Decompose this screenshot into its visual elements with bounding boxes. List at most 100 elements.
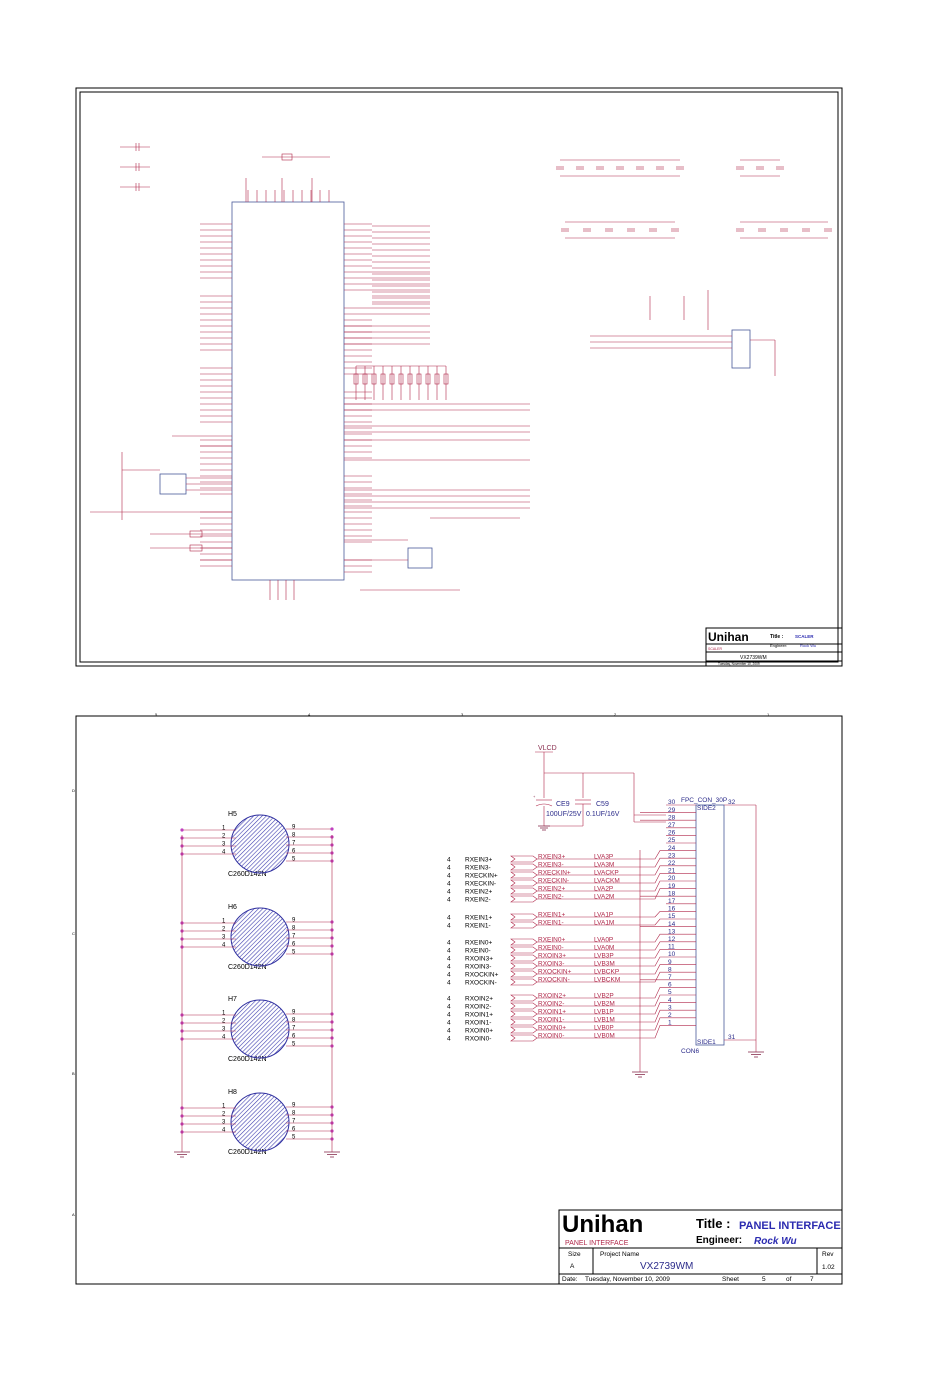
- lvds-wire: [537, 1002, 666, 1015]
- net-label-bus: RXOCKIN+: [538, 969, 572, 976]
- sheet2-section: PANEL INTERFACE: [565, 1240, 629, 1247]
- sheet2-engineer-label: Engineer:: [696, 1235, 742, 1246]
- date-label: Date:: [562, 1276, 578, 1283]
- fpc-pin-number: 12: [668, 936, 676, 943]
- offpage-connector: [510, 863, 538, 871]
- border-col-label: 3: [461, 712, 464, 717]
- net-label-input: RXOIN0-: [465, 1036, 491, 1043]
- sheets-value: 7: [810, 1276, 814, 1283]
- resistor: [389, 373, 395, 385]
- port-ref: 4: [447, 1036, 451, 1043]
- net-label-lvds: LVB0M: [594, 1033, 615, 1040]
- border-col-label: 5: [155, 712, 158, 717]
- junction-dot: [180, 828, 184, 832]
- resistor: [371, 373, 377, 385]
- fpc-pin-number: 22: [668, 860, 676, 867]
- port-ref: 4: [447, 1012, 451, 1019]
- sheet1-date: Tuesday, November 10, 2009: [718, 662, 760, 666]
- border-row-label: D: [72, 788, 75, 793]
- hole-pin-number: 4: [222, 943, 226, 949]
- lvds-wire: [537, 949, 666, 959]
- sheet1-border: [75, 87, 843, 667]
- ce9-ref: CE9: [556, 801, 570, 808]
- net-label-input: RXOIN2-: [465, 1004, 491, 1011]
- offpage-connector: [510, 1026, 538, 1034]
- lvds-wire: [537, 918, 666, 926]
- net-label-bus: RXEIN0+: [538, 937, 565, 944]
- sheet1-connector: [590, 290, 776, 376]
- resistor: [434, 373, 440, 385]
- net-label-bus: RXEIN3+: [538, 854, 565, 861]
- hole-pin-number: 3: [222, 935, 226, 941]
- fpc-side1-pin: 31: [728, 1034, 736, 1041]
- net-label-bus: RXOIN1-: [538, 1017, 564, 1024]
- offpage-connector: [510, 1010, 538, 1018]
- sheet1-section: SCALER: [708, 647, 722, 651]
- hole-pin-number: 1: [222, 919, 226, 925]
- net-label-bus: RXOIN2-: [538, 1001, 564, 1008]
- mounting-holes: H5C260D142N123498765H6C260D142N123498765…: [180, 811, 334, 1156]
- net-label-input: RXECKIN+: [465, 873, 498, 880]
- fpc-pin-number: 7: [668, 974, 672, 981]
- net-label-lvds: LVA2M: [594, 894, 614, 901]
- sheet1-engineer: Rock Wu: [800, 643, 816, 648]
- offpage-connector: [510, 1034, 538, 1042]
- net-label-bus: RXECKIN+: [538, 870, 571, 877]
- net-label-lvds: LVB2P: [594, 993, 614, 1000]
- fpc-connector-body: [695, 804, 725, 1046]
- hole-ref: H6: [228, 904, 237, 911]
- net-label-lvds: LVB3P: [594, 953, 614, 960]
- net-label-lvds: LVA3P: [594, 854, 613, 861]
- net-label-bus: RXOIN2+: [538, 993, 566, 1000]
- fpc-pin-number: 14: [668, 921, 676, 928]
- fpc-pin-number: 10: [668, 951, 676, 958]
- fpc-pin-number: 1: [668, 1020, 672, 1027]
- hole-pin-number: 8: [292, 926, 296, 932]
- sheet2-title-block: Unihan Title : PANEL INTERFACE Engineer:…: [558, 1209, 843, 1285]
- hole-ref: H7: [228, 996, 237, 1003]
- port-ref: 4: [447, 873, 451, 880]
- hole-pad: [230, 814, 290, 874]
- hole-pin-number: 2: [222, 927, 226, 933]
- fpc-pin-number: 15: [668, 913, 676, 920]
- net-label-lvds: LVA0M: [594, 945, 614, 952]
- net-label-input: RXEIN1+: [465, 915, 492, 922]
- fpc-connector-ref: CON6: [681, 1048, 699, 1055]
- fpc-pin-number: 29: [668, 807, 676, 814]
- fpc-pin-number: 20: [668, 875, 676, 882]
- net-label-bus: RXEIN0-: [538, 945, 564, 952]
- fpc-pin-number: 25: [668, 837, 676, 844]
- hole-pin-number: 4: [222, 1035, 226, 1041]
- hole-part: C260D142N: [228, 964, 267, 971]
- fpc-pin-number: 23: [668, 852, 676, 859]
- hole-part: C260D142N: [228, 871, 267, 878]
- hole-pin-number: 7: [292, 934, 296, 940]
- lvds-wire: [537, 888, 666, 900]
- fpc-pin-number: 13: [668, 928, 676, 935]
- scaler-ic: [231, 201, 345, 581]
- lvds-wire: [537, 873, 666, 884]
- net-label-lvds: LVA0P: [594, 937, 613, 944]
- hole-pin-number: 8: [292, 1111, 296, 1117]
- fpc-side2: SIDE2: [697, 805, 716, 812]
- fpc-pin-number: 4: [668, 997, 672, 1004]
- port-ref: 4: [447, 1004, 451, 1011]
- fpc-pin-number: 2: [668, 1012, 672, 1019]
- hole-pad: [230, 907, 290, 967]
- hole-pin-number: 7: [292, 1119, 296, 1125]
- fpc-pin-number: 19: [668, 883, 676, 890]
- fpc-pin-number: 21: [668, 868, 676, 875]
- rev-value: 1.02: [822, 1264, 835, 1271]
- fpc-pin-number: 28: [668, 814, 676, 821]
- net-label-bus: RXOIN3+: [538, 953, 566, 960]
- sheet-value: 5: [762, 1276, 766, 1283]
- offpage-connector: [510, 895, 538, 903]
- port-ref: 4: [447, 980, 451, 987]
- net-label-lvds: LVA1M: [594, 920, 614, 927]
- hole-pin-number: 7: [292, 1026, 296, 1032]
- lvds-wire: [537, 987, 666, 999]
- hole-pin-number: 5: [292, 857, 296, 863]
